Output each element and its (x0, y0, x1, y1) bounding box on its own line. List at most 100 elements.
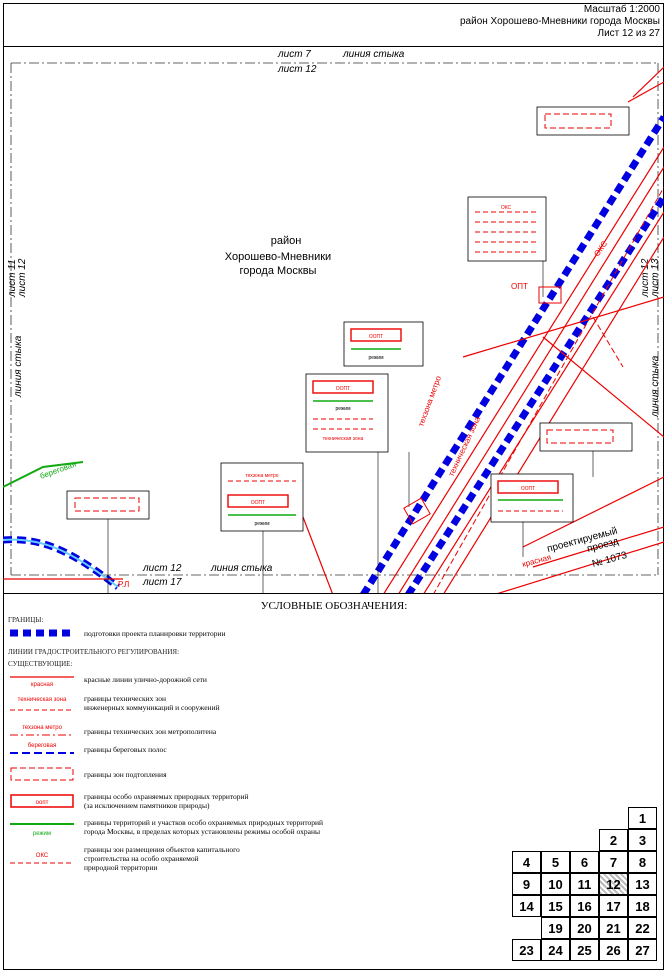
top-neighbor-label: лист 7 (277, 49, 311, 60)
sheet-index-cell-12[interactable]: 12 (599, 873, 628, 895)
legend-text-metro-zones: границы технических зон метрополитена (84, 726, 217, 736)
legend-text-flooding: границы зон подтопления (84, 769, 167, 779)
legend-item-oopt: оопт границы особо охраняемых природных … (8, 792, 249, 810)
district-label-3: города Москвы (240, 265, 317, 277)
sheet-index-cell-3[interactable]: 3 (628, 829, 657, 851)
sheet-index-cell-5[interactable]: 5 (541, 851, 570, 873)
sheet-index-cell-8[interactable]: 8 (628, 851, 657, 873)
legend-text-regime: границы территорий и участков особо охра… (84, 818, 324, 836)
legend-sym-label-red: красная (31, 682, 53, 688)
legend-text-red-lines: красные линии улично-дорожной сети (84, 674, 207, 684)
legend-item-regime: режим границы территорий и участков особ… (8, 818, 324, 837)
legend-item-metro-zones: техзона метро границы технических зон ме… (8, 722, 216, 740)
sheet-index-cell-2[interactable]: 2 (599, 829, 628, 851)
legend-symbol-planning (8, 624, 76, 642)
bank-label: береговая (39, 459, 78, 480)
sheet-index-cell-26[interactable]: 26 (599, 939, 628, 961)
bottom-current-label: лист 12 (142, 563, 182, 574)
sheet-index-cell-13[interactable]: 13 (628, 873, 657, 895)
legend-borders-head: ГРАНИЦЫ: (8, 616, 44, 624)
sheet-index-cell-22[interactable]: 22 (628, 917, 657, 939)
sheet-index-cell-19[interactable]: 19 (541, 917, 570, 939)
sheet-index-cell-11[interactable]: 11 (570, 873, 599, 895)
left-neighbor-label: лист 11 (7, 259, 18, 298)
bottom-neighbor-label: лист 17 (142, 577, 182, 588)
legend-sym-label-oopt: оопт (36, 800, 49, 806)
left-current-label: лист 12 (17, 258, 28, 298)
sheet-index-cell-7[interactable]: 7 (599, 851, 628, 873)
callout-5-regime: режим (254, 521, 270, 527)
joint-lines (10, 62, 659, 576)
callout-box-8[interactable]: ООПТ (490, 473, 574, 523)
title-block: Масштаб 1:2000 район Хорошево-Мневники г… (460, 4, 660, 40)
map-canvas[interactable]: лист 7 линия стыка лист 12 лист 12 линия… (3, 47, 664, 594)
sheet-index-cell-9[interactable]: 9 (512, 873, 541, 895)
sheet-index-cell-27[interactable]: 27 (628, 939, 657, 961)
leader-lines (107, 261, 594, 593)
legend-item-planning: подготовки проекта планировки территории (8, 624, 225, 642)
district-label-2: Хорошево-Мневники (225, 251, 331, 263)
callout-box-6[interactable] (66, 490, 150, 520)
callout-2-oks: ОКС (501, 205, 512, 211)
legend-existing-head: СУЩЕСТВУЮЩИЕ: (8, 660, 73, 668)
left-joint-label: линия стыка (13, 335, 24, 398)
legend-sym-label-oks: ОКС (36, 853, 49, 859)
right-current-label: лист 12 (640, 258, 651, 298)
district-label-1: район (271, 235, 302, 247)
callout-3-oopt: ООПТ (369, 334, 383, 340)
callout-5-metro: техзона метро (245, 473, 278, 479)
legend-text-tech-zones: границы технических зон инженерных комму… (84, 694, 220, 712)
legend-lines-head: ЛИНИИ ГРАДОСТРОИТЕЛЬНОГО РЕГУЛИРОВАНИЯ: (8, 648, 180, 656)
green-bank-line (3, 461, 84, 488)
legend-symbol-oks: ОКС (8, 850, 76, 868)
red-lines (3, 66, 664, 593)
opt-label: ОПТ (511, 282, 528, 291)
sheet-index-cell-6[interactable]: 6 (570, 851, 599, 873)
right-joint-label: линия стыка (650, 355, 661, 418)
sheet-index-cell-16[interactable]: 16 (570, 895, 599, 917)
legend-symbol-tech-zones: техническая зона (8, 694, 76, 712)
sheet-index-cell-14[interactable]: 14 (512, 895, 541, 917)
callout-4-regime: режим (335, 406, 351, 412)
sheet-index-cell-10[interactable]: 10 (541, 873, 570, 895)
sheet-index-cell-23[interactable]: 23 (512, 939, 541, 961)
legend-symbol-oopt: оопт (8, 792, 76, 810)
sheet-index-cell-15[interactable]: 15 (541, 895, 570, 917)
oks-label-map: ОКС (592, 239, 609, 258)
right-neighbor-label: лист 13 (650, 258, 661, 298)
sheet-index-cell-18[interactable]: 18 (628, 895, 657, 917)
legend-item-bank: береговая границы береговых полос (8, 740, 167, 758)
sheet-index-cell-24[interactable]: 24 (541, 939, 570, 961)
sheet-index-cell-4[interactable]: 4 (512, 851, 541, 873)
legend-sym-label-tech: техническая зона (18, 697, 67, 703)
top-current-label: лист 12 (277, 64, 317, 75)
sheet-index-cell-25[interactable]: 25 (570, 939, 599, 961)
callout-box-5[interactable]: техзона метро ООПТ режим (220, 462, 304, 532)
legend-text-planning: подготовки проекта планировки территории (84, 628, 226, 638)
legend-title: УСЛОВНЫЕ ОБОЗНАЧЕНИЯ: (260, 600, 408, 612)
sheet-index-cell-17[interactable]: 17 (599, 895, 628, 917)
callout-box-7[interactable] (539, 422, 633, 452)
legend-text-oks: границы зон размещения объектов капиталь… (84, 845, 240, 872)
callout-box-3[interactable]: ООПТ режим (343, 321, 424, 367)
callout-4-tech: техническая зона (323, 436, 364, 442)
map-area[interactable]: лист 7 линия стыка лист 12 лист 12 линия… (3, 46, 664, 594)
scale-text: Масштаб 1:2000 (583, 4, 660, 15)
callout-box-2[interactable]: ОКС (467, 196, 547, 262)
district-title: район Хорошево-Мневники города Москвы (459, 16, 660, 27)
legend-sym-label-regime: режим (33, 831, 51, 837)
callout-5-oopt: ООПТ (251, 500, 265, 506)
sheet-index-cell-1[interactable]: 1 (628, 807, 657, 829)
road-label-3: № 1073 (591, 550, 629, 570)
callout-box-1[interactable] (536, 106, 630, 136)
legend-sym-label-metro: техзона метро (22, 725, 63, 731)
callout-box-4[interactable]: ООПТ режим техническая зона (305, 373, 389, 453)
legend-text-bank: границы береговых полос (84, 744, 167, 754)
sheet-index-cell-20[interactable]: 20 (570, 917, 599, 939)
metro-zone-label: техзона метро (416, 374, 443, 428)
top-joint-label: линия стыка (342, 49, 405, 60)
callout-3-regime: режим (368, 355, 384, 361)
sheet-index-cell-21[interactable]: 21 (599, 917, 628, 939)
bottom-joint-label: линия стыка (210, 563, 273, 574)
